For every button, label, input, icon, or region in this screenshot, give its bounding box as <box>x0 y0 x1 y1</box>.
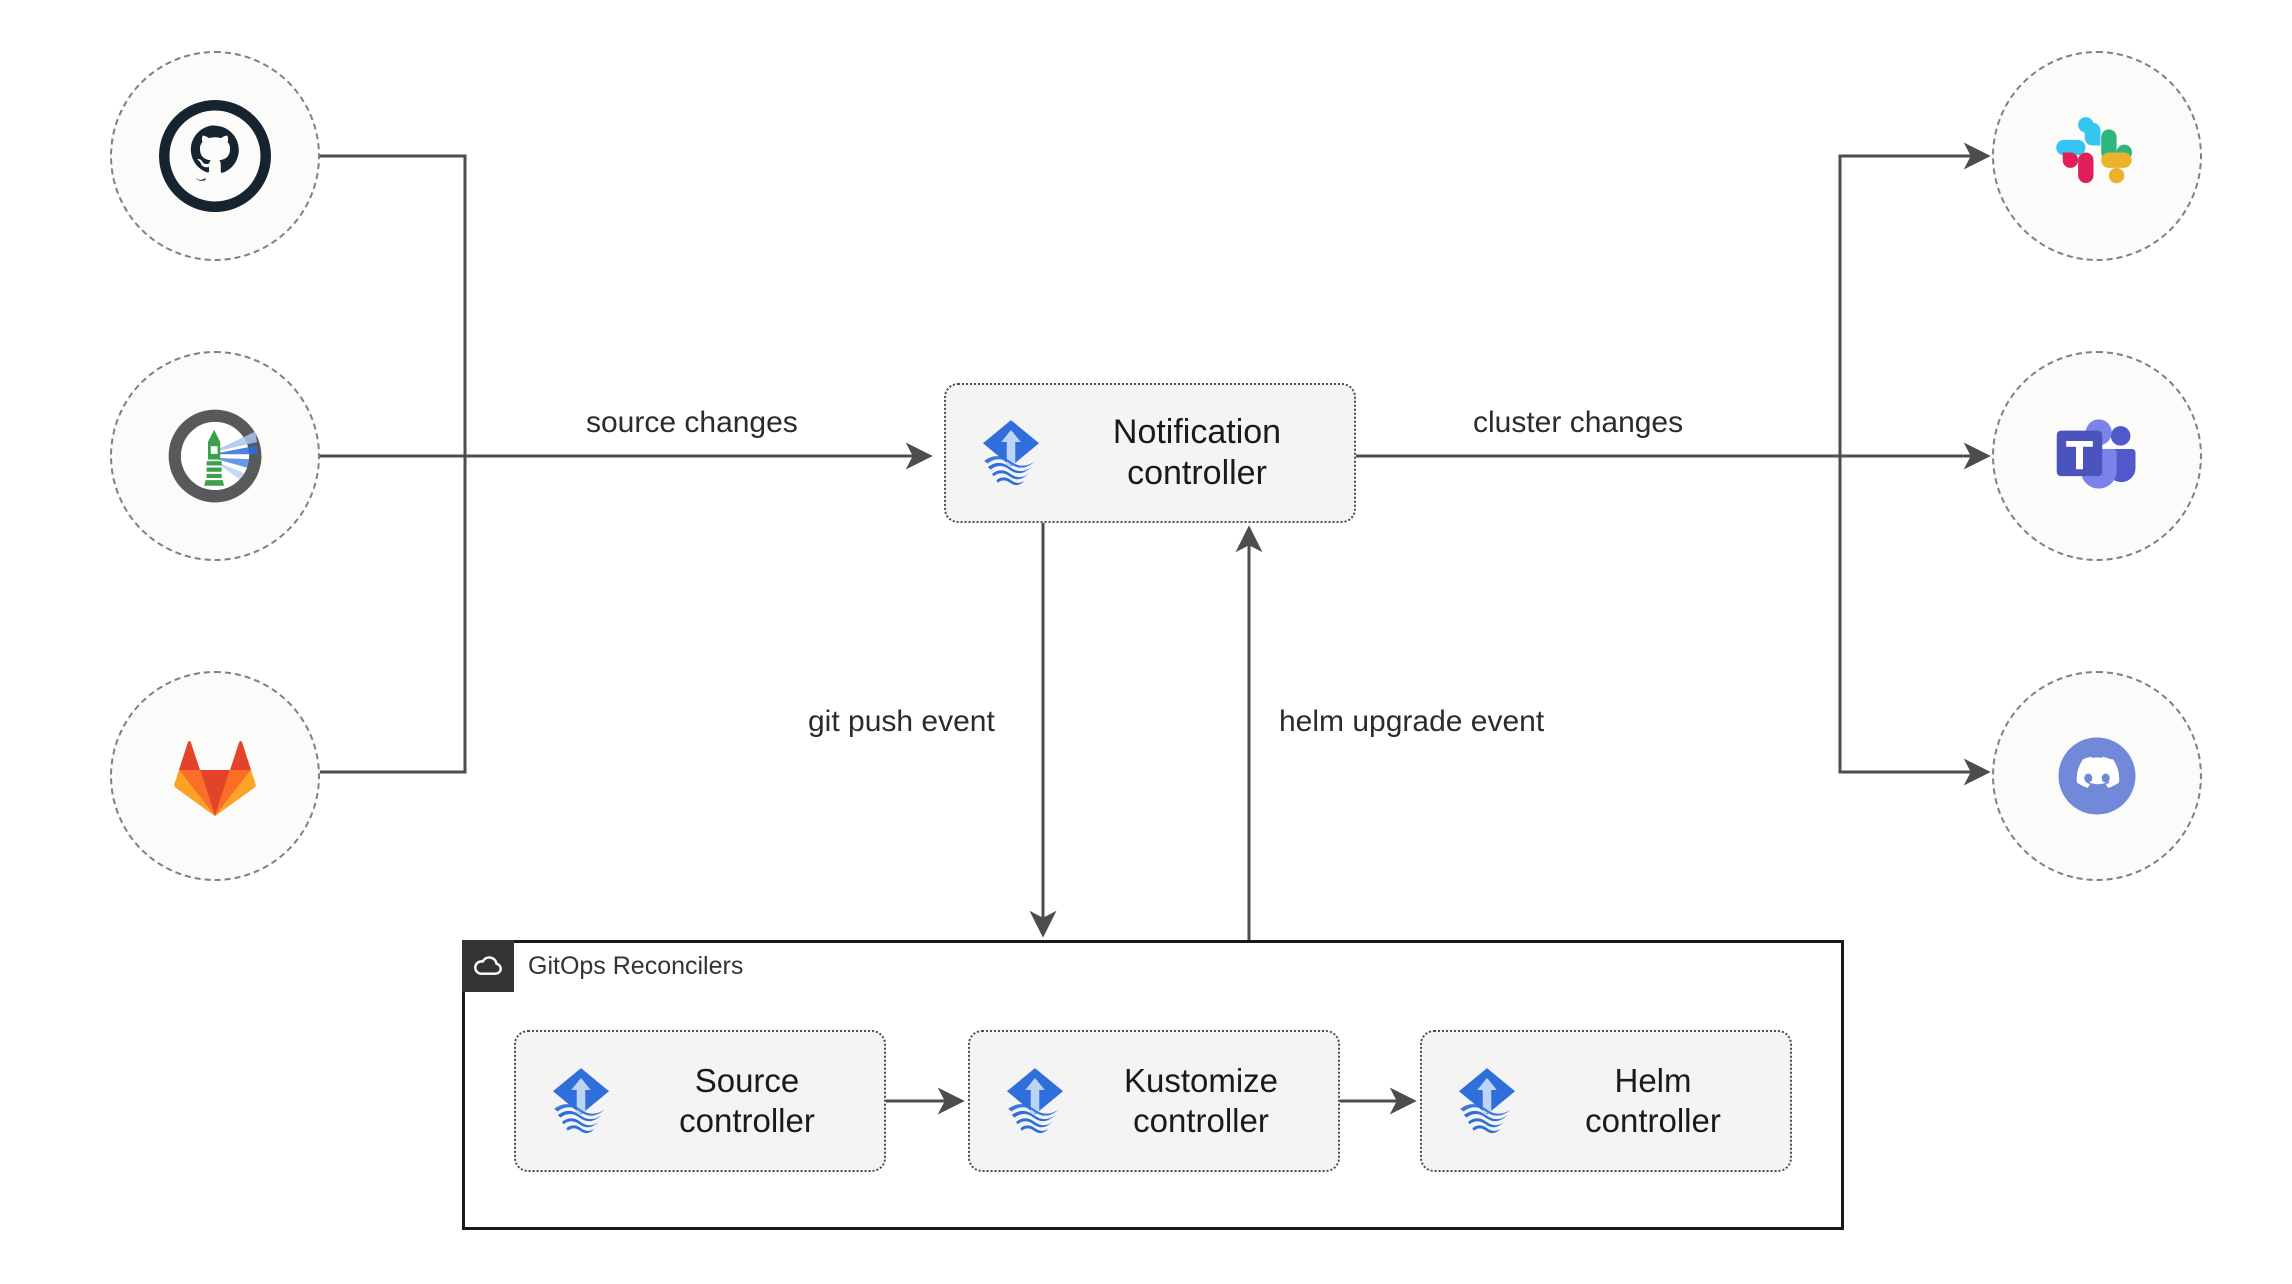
target-node-teams[interactable] <box>1992 351 2202 561</box>
source-controller-card[interactable]: Source controller <box>514 1030 886 1172</box>
helm-controller-card[interactable]: Helm controller <box>1420 1030 1792 1172</box>
flux-logo-icon <box>552 1068 610 1134</box>
gitops-reconcilers-header: GitOps Reconcilers <box>462 940 743 992</box>
github-icon <box>159 100 271 212</box>
gitlab-icon <box>174 741 256 817</box>
flux-logo-icon <box>982 420 1040 486</box>
edge-label-source-changes: source changes <box>576 404 808 442</box>
edge-label-git-push: git push event <box>798 703 1005 741</box>
target-node-discord[interactable] <box>1992 671 2202 881</box>
flux-logo-icon <box>1458 1068 1516 1134</box>
notification-controller-label: Notification controller <box>1112 412 1282 492</box>
kustomize-controller-label: Kustomize controller <box>1123 1061 1279 1139</box>
edge-to-discord <box>1838 456 1991 786</box>
gitops-reconcilers-title: GitOps Reconcilers <box>528 951 744 980</box>
target-node-slack[interactable] <box>1992 51 2202 261</box>
flux-logo-icon <box>1006 1068 1064 1134</box>
edge-label-cluster-changes: cluster changes <box>1463 404 1694 442</box>
notification-controller-card[interactable]: Notification controller <box>944 383 1356 523</box>
source-node-gitlab[interactable] <box>110 671 320 881</box>
discord-icon <box>2058 737 2136 815</box>
gitops-reconcilers-group <box>462 940 1844 1230</box>
microsoft-teams-icon <box>2056 419 2136 489</box>
flux-lighthouse-icon <box>168 409 262 503</box>
cloud-icon <box>474 956 502 975</box>
slack-icon <box>2056 117 2133 184</box>
helm-controller-label: Helm controller <box>1585 1061 1721 1139</box>
edge-to-slack <box>1838 142 1991 456</box>
kustomize-controller-card[interactable]: Kustomize controller <box>968 1030 1340 1172</box>
source-node-github[interactable] <box>110 51 320 261</box>
source-controller-label: Source controller <box>679 1061 815 1139</box>
cloud-badge <box>462 940 514 992</box>
source-node-flux[interactable] <box>110 351 320 561</box>
edge-label-helm-upgrade: helm upgrade event <box>1269 703 1555 741</box>
